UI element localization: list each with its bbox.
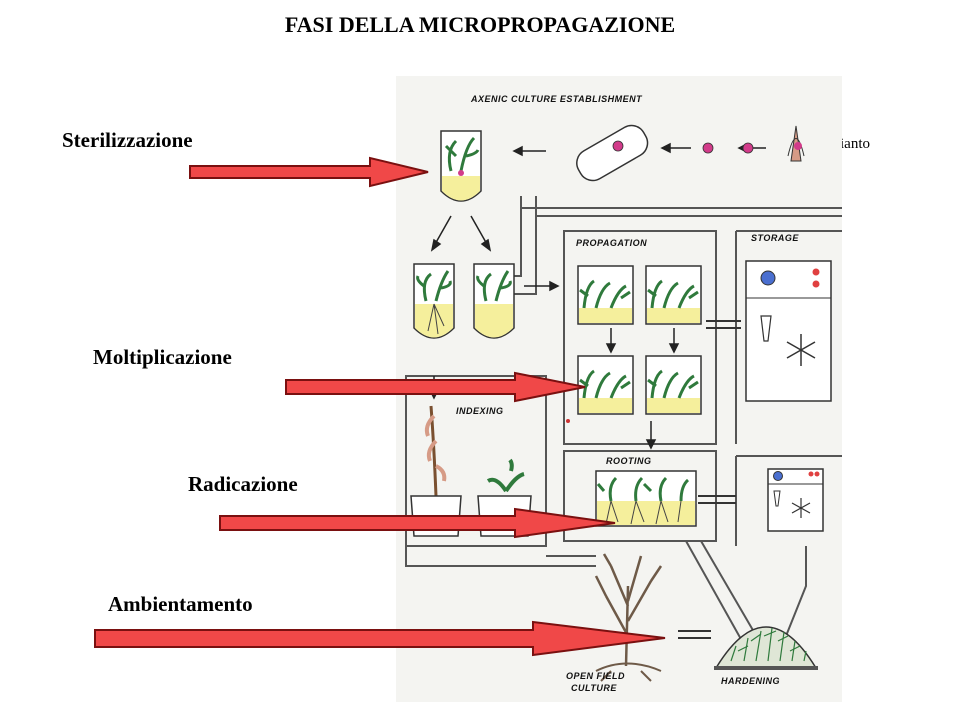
propagation-label: PROPAGATION	[576, 238, 647, 248]
propagation-jar-4	[645, 355, 702, 415]
rooted-tube-left	[413, 263, 455, 339]
micropropagation-diagram: AXENIC CULTURE ESTABLISHMENT	[396, 76, 842, 702]
open-field-label-1: OPEN FIELD	[566, 671, 625, 681]
page-title: FASI DELLA MICROPROPAGAZIONE	[284, 12, 676, 37]
open-field-label-2: CULTURE	[571, 683, 617, 693]
explant-plant	[787, 125, 805, 162]
arrow-moltiplicazione	[285, 371, 586, 403]
axenic-label: AXENIC CULTURE ESTABLISHMENT	[470, 94, 643, 104]
hardening-greenhouse	[714, 626, 818, 670]
sterilization-tube	[440, 130, 482, 202]
arrow-radicazione	[219, 507, 616, 539]
rooting-tray	[595, 470, 697, 527]
propagation-jar-1	[577, 265, 634, 325]
arrow-ambientamento	[94, 620, 666, 657]
rooting-label: ROOTING	[606, 456, 652, 466]
step-label-ambientamento: Ambientamento	[108, 592, 253, 616]
rooted-tube-right	[473, 263, 515, 339]
storage-freezer	[745, 260, 832, 402]
propagation-jar-3	[577, 355, 634, 415]
angled-tube	[576, 124, 649, 182]
step-label-moltiplicazione: Moltiplicazione	[93, 345, 232, 369]
propagation-jar-2	[645, 265, 702, 325]
indexing-label: INDEXING	[456, 406, 504, 416]
storage-label: STORAGE	[751, 233, 799, 243]
open-field-tree	[594, 553, 663, 682]
hardening-label: HARDENING	[721, 676, 780, 686]
small-freezer	[767, 468, 824, 532]
step-label-radicazione: Radicazione	[188, 472, 298, 496]
arrow-sterilizzazione	[189, 156, 429, 188]
step-label-sterilizzazione: Sterilizzazione	[62, 128, 193, 152]
